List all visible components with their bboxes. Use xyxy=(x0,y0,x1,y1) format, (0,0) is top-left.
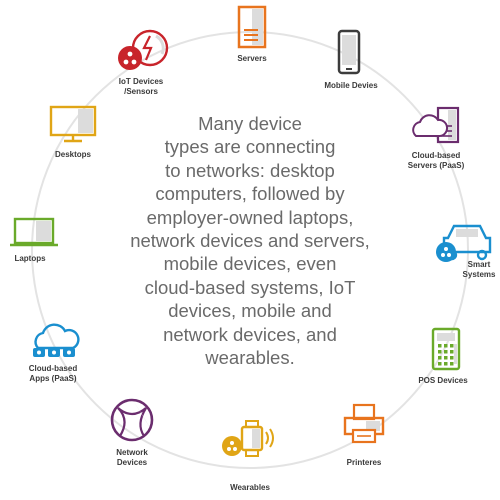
device-iot xyxy=(118,28,170,72)
device-label-line: Mobile Devies xyxy=(324,81,378,90)
device-label-printers: Printeres xyxy=(347,458,382,468)
device-label-line: POS Devices xyxy=(418,376,468,385)
device-label-line: Laptops xyxy=(14,254,46,263)
device-label-line: Cloud-based xyxy=(28,364,78,373)
device-label-line: Systems xyxy=(462,270,496,279)
device-label-desktops: Desktops xyxy=(55,150,91,160)
network-icon xyxy=(110,398,154,442)
device-label-line: Servers (PaaS) xyxy=(407,161,465,170)
device-printers xyxy=(343,403,386,444)
device-label-mobile: Mobile Devies xyxy=(324,81,377,91)
device-servers xyxy=(237,5,267,49)
cloud-servers-icon xyxy=(412,106,460,144)
pos-icon xyxy=(431,327,461,371)
smart-icon xyxy=(436,224,492,262)
center-description: Many device types are connecting to netw… xyxy=(130,113,370,369)
device-label-line: Devices xyxy=(116,458,148,467)
device-label-iot: IoT Devices/Sensors xyxy=(119,77,163,97)
device-label-pos: POS Devices xyxy=(418,376,467,386)
device-cloud-servers xyxy=(412,106,462,146)
device-label-line: Printeres xyxy=(346,458,382,467)
laptops-icon xyxy=(10,217,58,247)
device-network xyxy=(110,398,154,442)
device-label-line: Smart xyxy=(467,260,491,269)
device-label-line: /Sensors xyxy=(124,87,158,96)
device-label-line: Desktops xyxy=(54,150,92,159)
device-label-line: Apps (PaaS) xyxy=(29,374,77,383)
device-smart xyxy=(436,222,496,264)
wearables-icon xyxy=(222,420,274,457)
device-laptops xyxy=(10,217,58,248)
device-label-servers: Servers xyxy=(237,54,266,64)
servers-icon xyxy=(237,5,267,49)
device-label-line: Servers xyxy=(237,54,267,63)
printers-icon xyxy=(343,403,385,444)
device-label-wearables: Wearables xyxy=(230,483,270,493)
iot-icon xyxy=(118,29,169,70)
device-cloud-apps xyxy=(32,323,80,362)
device-label-line: Wearables xyxy=(230,483,270,492)
device-label-line: Cloud-based xyxy=(411,151,461,160)
desktops-icon xyxy=(49,105,97,143)
device-label-laptops: Laptops xyxy=(14,254,45,264)
device-wearables xyxy=(222,420,284,458)
device-mobile xyxy=(337,29,361,75)
mobile-icon xyxy=(337,29,361,75)
cloud-apps-icon xyxy=(33,323,80,357)
device-pos xyxy=(431,327,462,371)
device-desktops xyxy=(49,105,97,143)
device-label-line: IoT Devices xyxy=(118,77,164,86)
device-label-line: Network xyxy=(116,448,148,457)
